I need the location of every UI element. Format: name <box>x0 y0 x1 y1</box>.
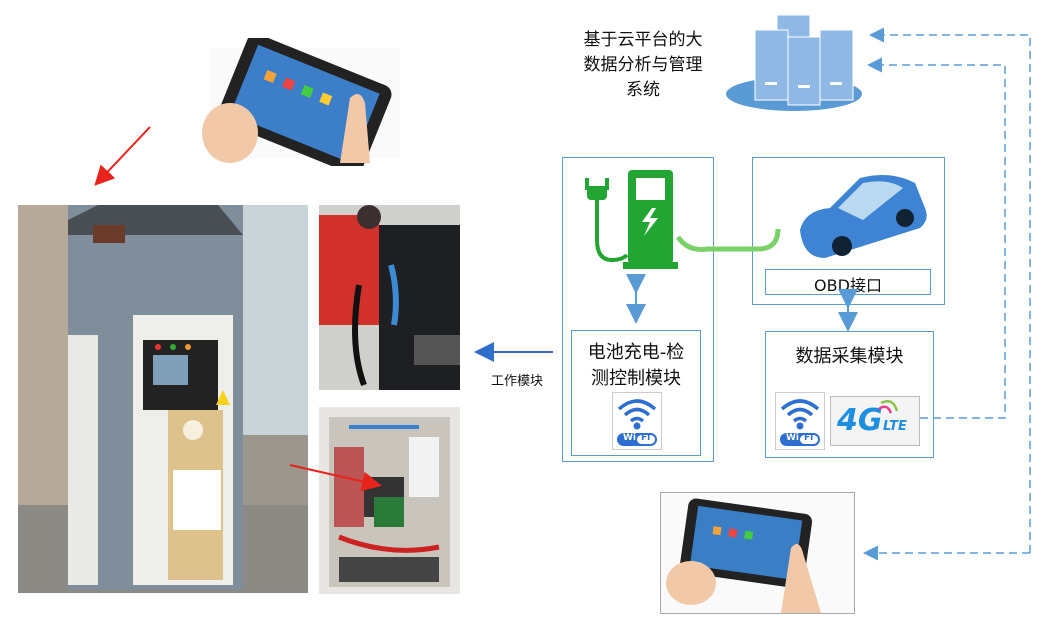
car-charging-photo <box>319 205 460 390</box>
title-line: 基于云平台的大 <box>583 30 703 50</box>
work-module-label: 工作模块 <box>490 374 543 389</box>
title-line: 数据分析与管理 <box>583 55 703 75</box>
data-module-label: 数据采集模块 <box>795 346 904 367</box>
wifi-text-wi: Wi <box>623 433 637 443</box>
wifi-text-wi: Wi <box>786 433 800 443</box>
control-board-photo <box>319 407 460 594</box>
label-line: 测控制模块 <box>591 368 681 389</box>
4g-lte-icon: 4G LTE <box>830 396 920 446</box>
label-line: 电池充电-检 <box>587 342 685 363</box>
wifi-text-fi: Fi <box>804 433 814 443</box>
wifi-icon: Wi Fi <box>775 392 825 450</box>
tablet-photo-bottom <box>660 492 855 614</box>
tablet-photo-top <box>200 38 410 166</box>
battery-module-label: 电池充电-检 测控制模块 <box>571 340 701 392</box>
cloud-platform-title: 基于云平台的大 数据分析与管理 系统 <box>568 28 718 103</box>
title-line: 系统 <box>626 80 660 100</box>
cloud-server-icon <box>722 12 867 112</box>
charging-pile-photo <box>18 205 308 593</box>
wifi-icon: Wi Fi <box>612 392 662 450</box>
wifi-text-fi: Fi <box>641 433 651 443</box>
obd-label: OBD接口 <box>814 276 882 295</box>
